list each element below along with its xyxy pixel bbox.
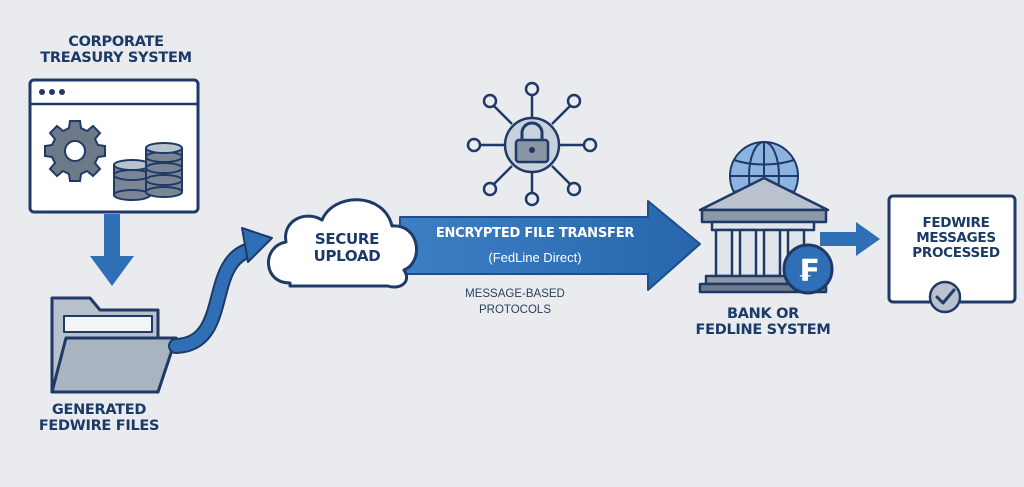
cloud-icon <box>267 198 418 289</box>
protocols-line2: PROTOCOLS <box>479 304 551 316</box>
upload-title-line1: SECURE <box>314 230 380 248</box>
processed-title: FEDWIRE MESSAGES PROCESSED <box>893 216 1019 261</box>
network-lock-icon <box>466 81 598 207</box>
svg-text:₣: ₣ <box>798 254 819 289</box>
processed-title-line3: PROCESSED <box>912 244 1000 261</box>
database-icon <box>113 142 183 201</box>
treasury-title-line2: TREASURY SYSTEM <box>40 50 192 67</box>
transfer-subtitle: (FedLine Direct) <box>488 250 582 265</box>
curved-arrow <box>168 227 273 354</box>
down-arrow <box>90 214 134 286</box>
transfer-arrow <box>399 200 701 291</box>
processed-title-line2: MESSAGES <box>916 229 996 246</box>
files-title-line1: GENERATED <box>51 402 147 418</box>
processed-panel <box>887 194 1017 314</box>
bank-title-line1: BANK OR <box>726 306 800 322</box>
secure-upload-title: SECURE UPLOAD <box>284 231 410 265</box>
bank-system-title: BANK OR FEDLINE SYSTEM <box>668 306 858 338</box>
generated-files-title: GENERATED FEDWIRE FILES <box>20 402 178 434</box>
upload-title-line2: UPLOAD <box>313 246 381 265</box>
protocols-line1: MESSAGE-BASED <box>465 288 565 300</box>
bank-title-line2: FEDLINE SYSTEM <box>695 322 831 339</box>
treasury-title-line1: CORPORATE <box>68 34 164 50</box>
folder-icon <box>50 296 178 394</box>
transfer-title: ENCRYPTED FILE TRANSFER <box>435 226 635 241</box>
output-arrow <box>820 222 880 256</box>
treasury-window <box>28 78 200 214</box>
treasury-system-title: CORPORATE TREASURY SYSTEM <box>18 34 214 66</box>
processed-title-line1: FEDWIRE <box>922 215 990 231</box>
check-icon <box>928 280 962 314</box>
fedwire-badge-icon: ₣ <box>782 243 834 295</box>
gear-icon <box>44 120 106 182</box>
files-title-line2: FEDWIRE FILES <box>38 418 160 435</box>
